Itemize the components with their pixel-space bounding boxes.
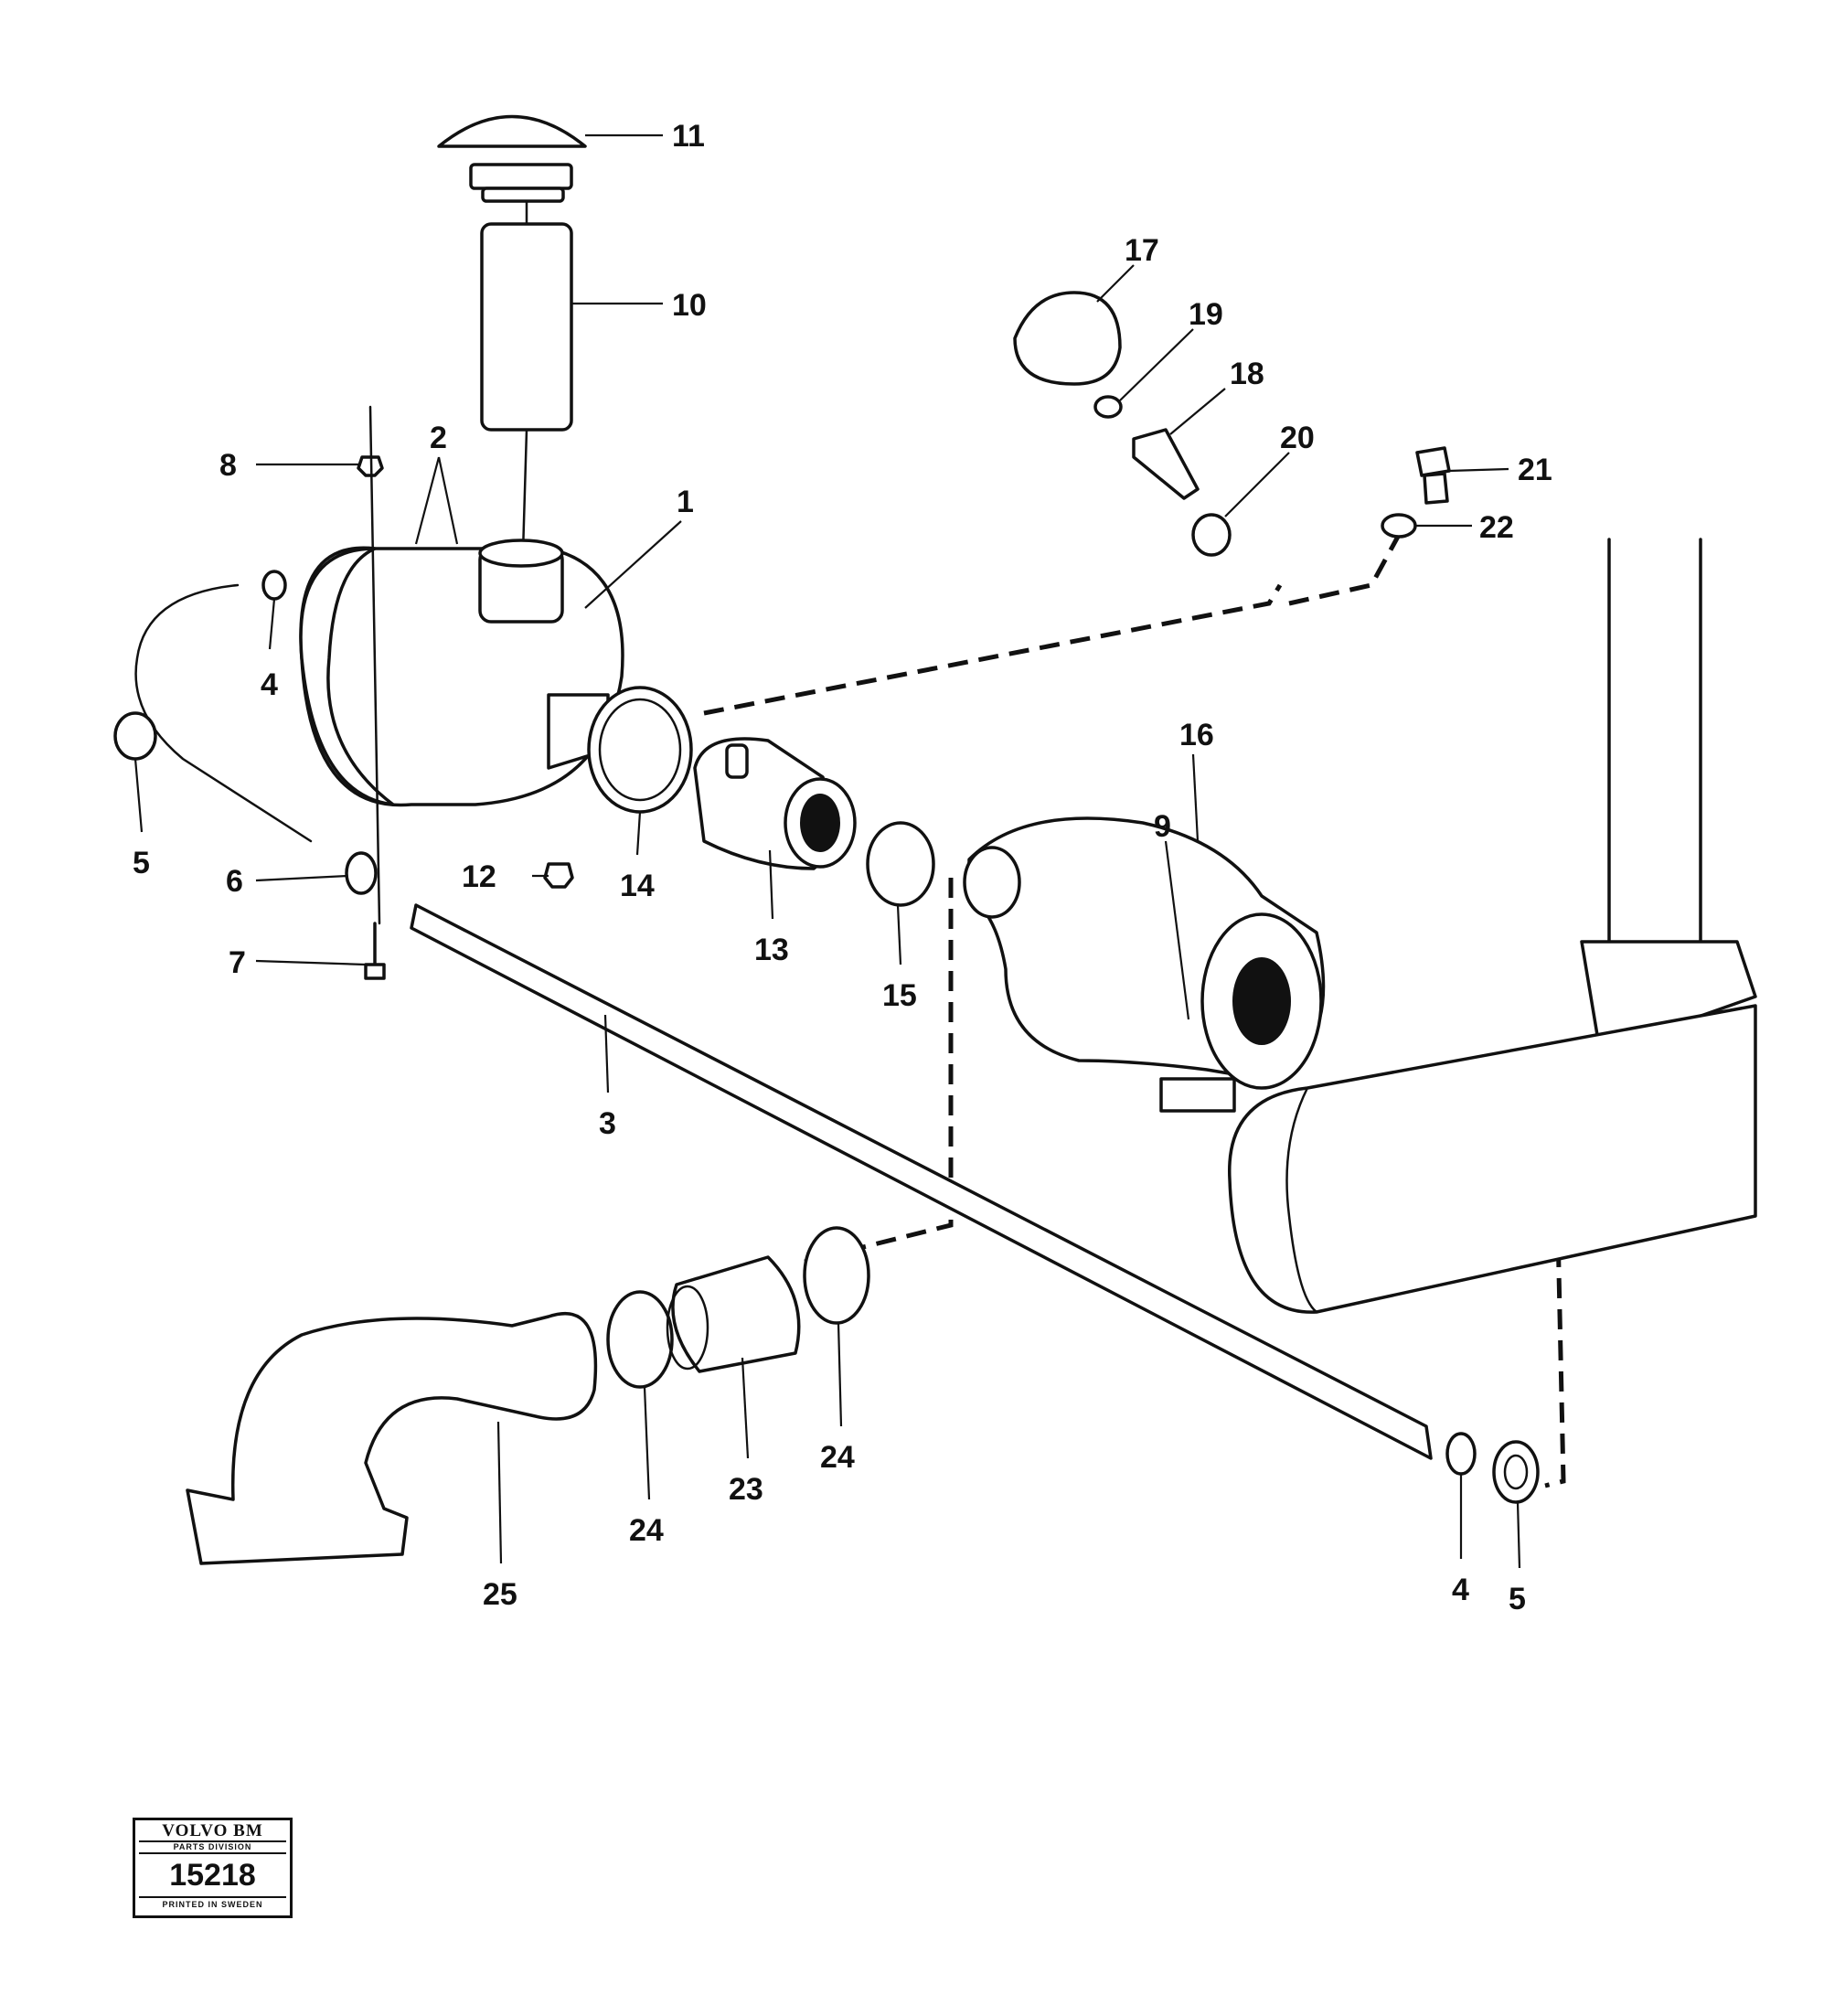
stamp-printed: PRINTED IN SWEDEN	[162, 1900, 263, 1909]
label-2: 2	[430, 421, 447, 455]
intake-pipe	[480, 222, 573, 432]
label-9: 9	[1154, 809, 1171, 844]
label-4: 4	[261, 667, 278, 702]
label-8: 8	[219, 448, 237, 483]
rain-cap	[437, 114, 587, 203]
label-11: 11	[672, 119, 705, 154]
clamp-4-right	[1445, 1432, 1477, 1476]
plug-21	[1415, 446, 1451, 505]
muffler	[1228, 538, 1757, 1314]
part-labels: 1 2 3 4 5 6 7 8 9 10 11 12 13 14 15 16 1…	[133, 119, 1552, 1616]
label-13: 13	[754, 933, 789, 967]
label-10: 10	[672, 288, 707, 323]
clamp-4-left	[261, 570, 287, 601]
washer-19	[1093, 395, 1123, 419]
label-24-right: 24	[820, 1440, 855, 1475]
stamp-brand: VOLVO BM	[139, 1822, 286, 1842]
bolt-7	[364, 922, 386, 980]
clamp-24-right	[803, 1226, 870, 1325]
label-5: 5	[133, 846, 150, 880]
label-7: 7	[229, 945, 246, 980]
label-23: 23	[729, 1472, 763, 1507]
grommet-5-right	[1492, 1440, 1540, 1504]
washer-22	[1381, 513, 1417, 539]
outlet-elbow-25	[186, 1311, 598, 1565]
label-20: 20	[1280, 421, 1315, 455]
stamp-code: 15218	[139, 1852, 286, 1898]
clamp-24-left	[606, 1290, 674, 1389]
hose-left	[134, 583, 313, 843]
dashed-line-turbo	[804, 878, 954, 1264]
label-14: 14	[620, 869, 655, 903]
label-19: 19	[1189, 297, 1223, 332]
volvo-bm-stamp: VOLVO BM PARTS DIVISION 15218 PRINTED IN…	[133, 1818, 293, 1918]
sensor-17	[1013, 291, 1122, 386]
turbocharger	[963, 816, 1326, 1113]
clamp-20	[1191, 513, 1232, 557]
leader-lines	[133, 133, 1521, 1569]
label-6: 6	[226, 864, 243, 899]
label-5-right: 5	[1509, 1582, 1526, 1616]
sleeve-23	[671, 1255, 801, 1373]
hose-clamp-15	[866, 821, 935, 907]
label-17: 17	[1125, 233, 1159, 268]
stamp-division: PARTS DIVISION	[173, 1842, 252, 1851]
nut-12	[543, 862, 574, 889]
dashed-line-upper	[703, 533, 1402, 716]
elbow-13	[693, 737, 857, 870]
fitting-18	[1132, 428, 1200, 500]
label-12: 12	[462, 859, 496, 894]
label-24-left: 24	[629, 1513, 664, 1548]
label-21: 21	[1518, 453, 1552, 487]
label-25: 25	[483, 1577, 517, 1612]
label-16: 16	[1179, 718, 1214, 752]
grommet-5-left	[113, 711, 157, 761]
hose-clamp-14	[587, 686, 693, 814]
air-cleaner	[299, 539, 624, 807]
label-22: 22	[1479, 510, 1514, 545]
label-1: 1	[677, 485, 694, 519]
hose-3	[410, 903, 1433, 1460]
clamp-6	[345, 851, 378, 895]
label-15: 15	[882, 978, 917, 1013]
label-3: 3	[599, 1106, 616, 1141]
label-4-right: 4	[1452, 1573, 1469, 1607]
label-18: 18	[1230, 357, 1264, 391]
